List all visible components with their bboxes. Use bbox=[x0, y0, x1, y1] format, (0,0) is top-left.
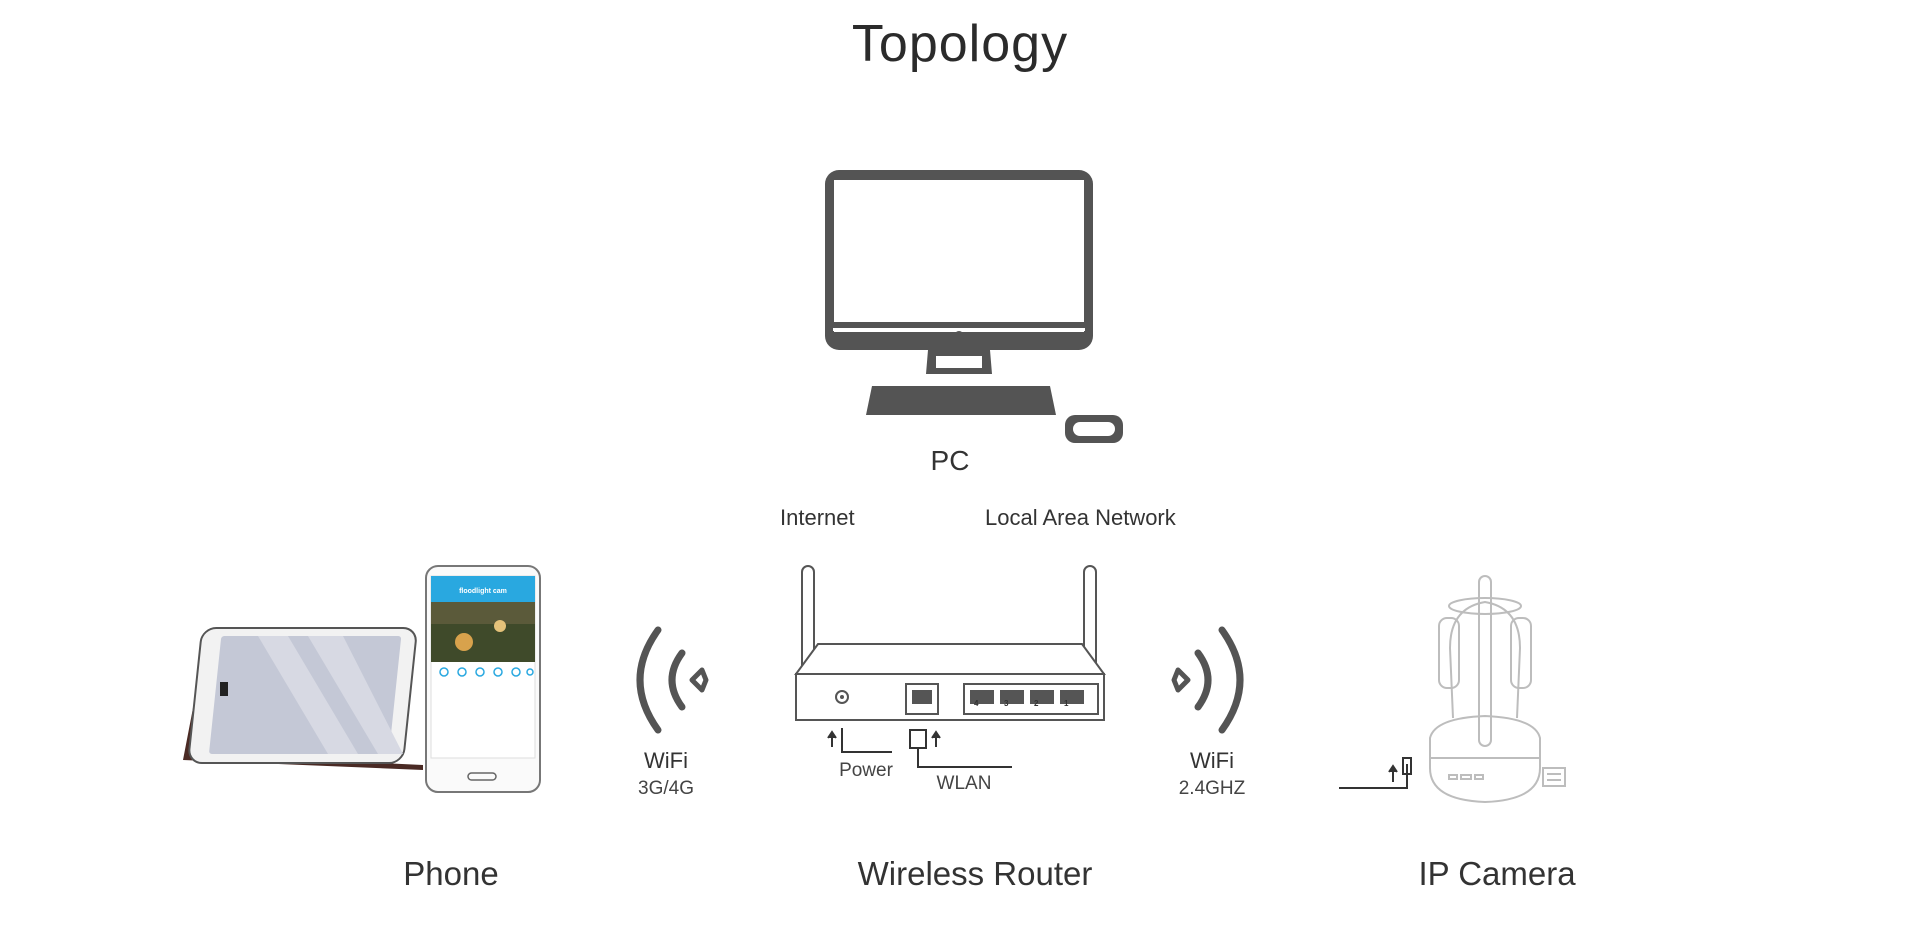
internet-label: Internet bbox=[780, 505, 855, 530]
pc-label: PC bbox=[930, 445, 970, 476]
router-port-2: 2 bbox=[1034, 699, 1039, 708]
wifi-signal-right-icon bbox=[1171, 626, 1244, 734]
phone-screen-title: floodlight cam bbox=[459, 588, 507, 595]
pc-monitor-icon bbox=[825, 170, 1123, 443]
router-port-4: 4 bbox=[974, 699, 979, 708]
phone-wifi-label: WiFi bbox=[644, 748, 688, 773]
diagram-title: Topology bbox=[851, 15, 1069, 73]
phone-label: Phone bbox=[403, 855, 499, 892]
camera-wifi-sub: 2.4GHZ bbox=[1178, 778, 1246, 799]
router-label: Wireless Router bbox=[857, 855, 1093, 892]
ip-camera-icon bbox=[1339, 575, 1566, 804]
wlan-label: WLAN bbox=[936, 773, 992, 794]
lan-label: Local Area Network bbox=[985, 505, 1176, 530]
router-icon bbox=[794, 565, 1106, 768]
phone-wifi-sub: 3G/4G bbox=[638, 778, 694, 799]
camera-wifi-label: WiFi bbox=[1190, 748, 1234, 773]
phone-icon bbox=[425, 565, 541, 793]
power-label: Power bbox=[839, 760, 893, 781]
wifi-signal-left-icon bbox=[636, 626, 709, 734]
router-port-1: 1 bbox=[1064, 699, 1069, 708]
tablet-icon bbox=[183, 627, 423, 770]
router-port-3: 3 bbox=[1004, 699, 1009, 708]
camera-label: IP Camera bbox=[1418, 855, 1576, 892]
